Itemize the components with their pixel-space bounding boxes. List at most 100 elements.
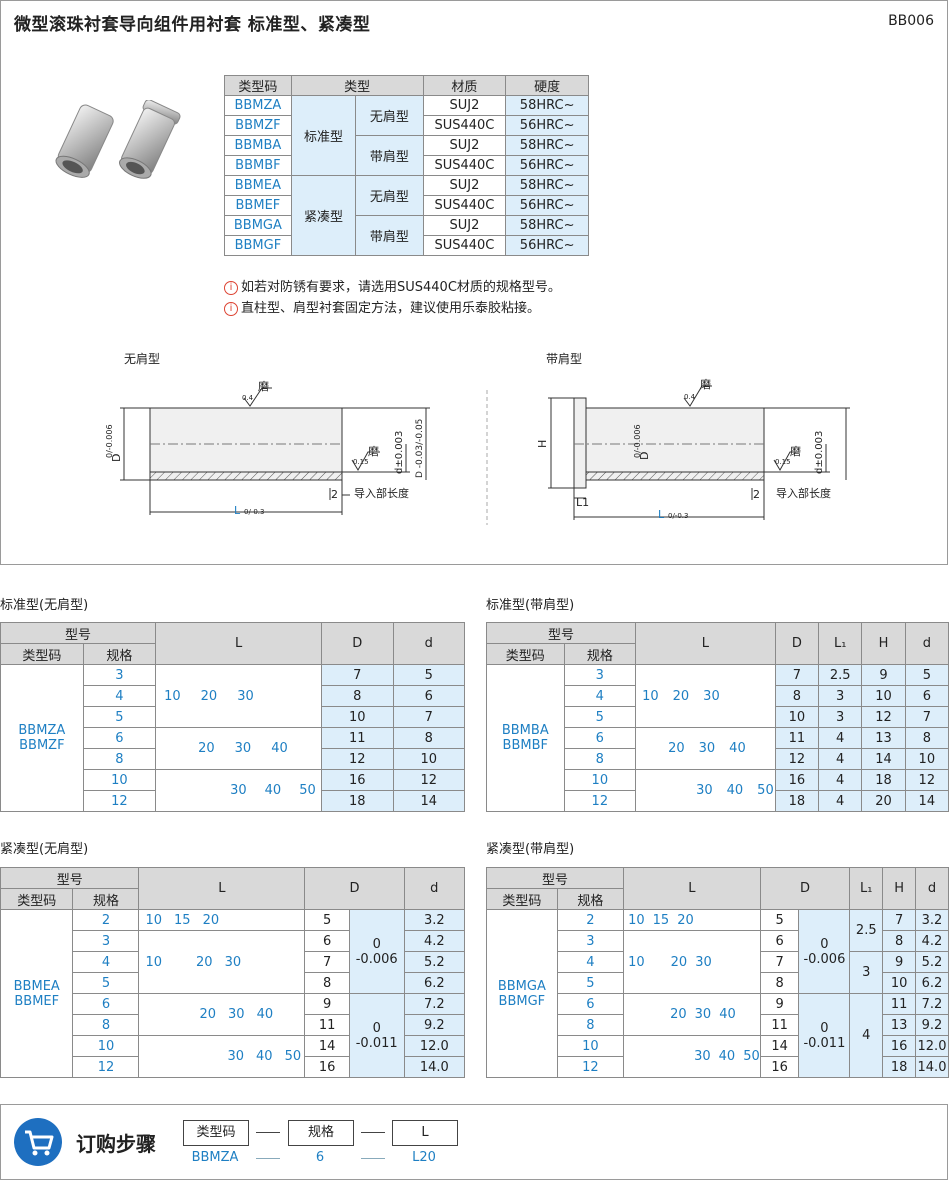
col-header: 类型码	[486, 643, 565, 665]
L1: 3	[818, 685, 863, 707]
section-title: 标准型(带肩型)	[486, 598, 575, 613]
grind-mark: 磨	[368, 445, 379, 458]
size: 10	[563, 769, 637, 791]
d: 7.2	[403, 993, 466, 1015]
D: 11	[321, 727, 394, 749]
D-tolerance: 0-0.006	[798, 909, 851, 994]
L1: 2.5	[818, 664, 863, 686]
d: 9.2	[914, 1014, 950, 1036]
roughness-mark: 0.15	[353, 458, 369, 466]
col-header: H	[882, 867, 916, 910]
subtype-label: 带肩型	[355, 215, 424, 256]
material: SUS440C	[422, 155, 507, 176]
group-label: 紧凑型	[290, 175, 357, 256]
dim-2: 2	[753, 488, 760, 501]
size: 4	[82, 685, 157, 707]
D: 7	[759, 951, 800, 973]
size: 3	[563, 664, 637, 686]
size: 2	[556, 909, 625, 931]
dim-d: d±0.003	[814, 431, 825, 474]
size: 5	[556, 972, 625, 994]
d: 10	[904, 748, 950, 770]
D: 8	[759, 972, 800, 994]
size: 12	[556, 1056, 625, 1078]
col-header: D	[321, 622, 394, 665]
D: 11	[774, 727, 820, 749]
d: 8	[392, 727, 465, 749]
L1: 3	[849, 951, 884, 994]
size: 3	[72, 930, 140, 952]
material: SUS440C	[422, 235, 507, 256]
roughness-mark: 0.15	[775, 458, 791, 466]
section-title: 紧凑型(带肩型)	[486, 842, 575, 857]
type-code: BBMBF	[224, 155, 292, 176]
type-code: BBMGA	[224, 215, 292, 236]
subtype-label: 无肩型	[355, 95, 424, 136]
size: 10	[72, 1035, 140, 1057]
D: 16	[321, 769, 394, 791]
H: 18	[882, 1056, 916, 1078]
D-tolerance: 0-0.011	[798, 993, 851, 1078]
col-header: 规格	[563, 643, 637, 665]
col-header: 类型码	[0, 888, 74, 910]
D: 5	[759, 909, 800, 931]
roughness-mark: 0.4	[684, 393, 696, 401]
D: 10	[774, 706, 820, 728]
size: 6	[563, 727, 637, 749]
col-header: D	[304, 867, 405, 910]
H: 7	[882, 909, 916, 931]
d: 10	[392, 748, 465, 770]
L1: 4	[818, 769, 863, 791]
step-box-L: L	[392, 1120, 458, 1146]
D: 9	[759, 993, 800, 1015]
col-header: d	[392, 622, 465, 665]
d: 12.0	[914, 1035, 950, 1057]
drawing-label-plain: 无肩型	[124, 352, 161, 366]
size: 6	[82, 727, 157, 749]
D: 8	[321, 685, 394, 707]
dim-D-tol: 0/-0.006	[105, 424, 114, 458]
D-tolerance: 0-0.011	[348, 993, 405, 1078]
group-label: 标准型	[290, 95, 357, 176]
step-dash	[256, 1132, 280, 1133]
dim-L: L	[658, 508, 665, 521]
size: 8	[556, 1014, 625, 1036]
d: 14.0	[914, 1056, 950, 1078]
step-dash	[361, 1158, 385, 1159]
size: 4	[563, 685, 637, 707]
type-code: BBMEA	[224, 175, 292, 196]
material: SUJ2	[422, 215, 507, 236]
dim-D: D	[638, 452, 651, 460]
catalog-code: BB006	[888, 13, 934, 29]
H: 9	[882, 951, 916, 973]
d: 6.2	[403, 972, 466, 994]
size: 6	[556, 993, 625, 1015]
D: 14	[304, 1035, 350, 1057]
material: SUJ2	[422, 95, 507, 116]
D: 16	[774, 769, 820, 791]
col-header: 规格	[556, 888, 625, 910]
step-box-type-code: 类型码	[183, 1120, 249, 1146]
D: 16	[759, 1056, 800, 1078]
col-header: 型号	[485, 867, 625, 889]
col-header: L	[138, 867, 306, 910]
roughness-mark: 0.4	[242, 394, 254, 402]
col-header: 规格	[72, 888, 140, 910]
d: 4.2	[914, 930, 950, 952]
D: 7	[304, 951, 350, 973]
hardness: 56HRC~	[505, 235, 589, 256]
note-text: 如若对防锈有要求，请选用SUS440C材质的规格型号。	[241, 280, 561, 295]
H: 14	[861, 748, 906, 770]
col-header: 规格	[82, 643, 157, 665]
size: 8	[563, 748, 637, 770]
